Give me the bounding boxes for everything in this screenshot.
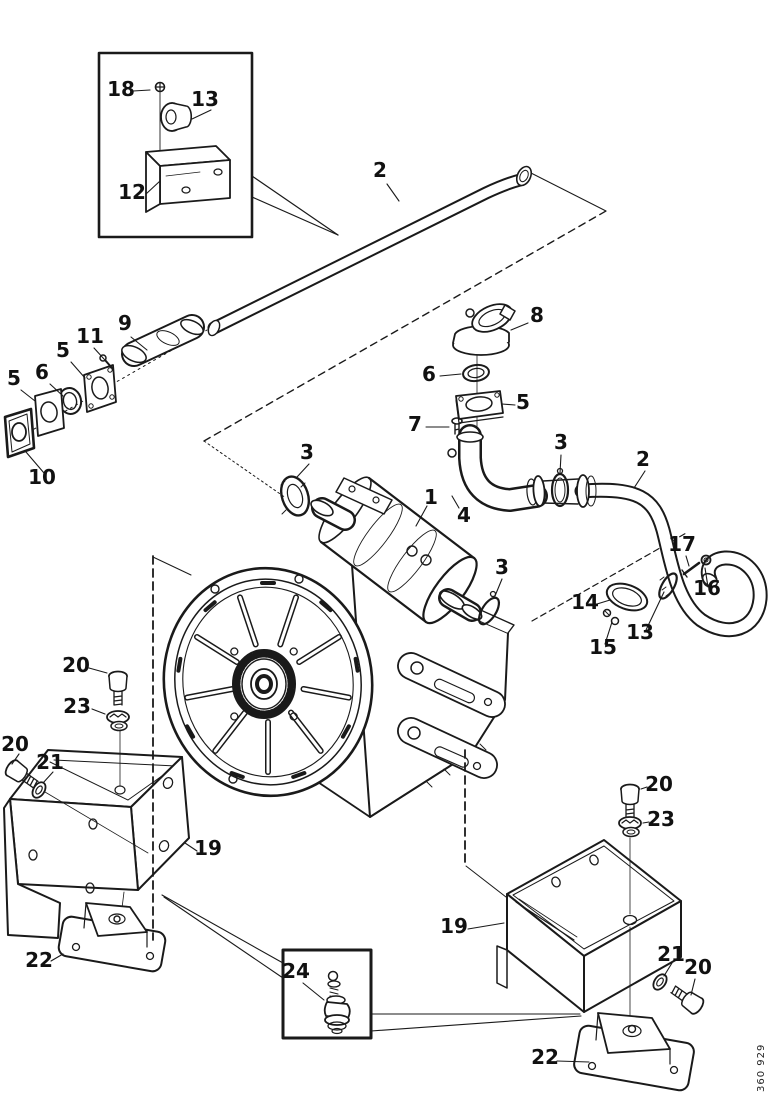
bolt-20-top-left	[108, 670, 128, 706]
bolt-11	[99, 354, 113, 369]
callout-4: 4	[457, 503, 471, 527]
callout-12: 12	[118, 180, 146, 204]
callout-22: 22	[531, 1045, 559, 1069]
callout-13: 13	[626, 620, 654, 644]
bolt-17	[681, 561, 701, 578]
vibration-mount-left-22	[57, 902, 167, 973]
rain-cap-8	[452, 303, 516, 356]
flywheel-rim-slots	[176, 581, 360, 779]
clamp-13-inset	[160, 102, 193, 132]
inset-box-leaders	[251, 175, 339, 236]
flange-stack	[3, 354, 117, 459]
inlet-pipe-9	[121, 314, 205, 367]
flange-5-right	[83, 364, 117, 413]
callout-2: 2	[636, 447, 650, 471]
callout-15: 15	[589, 635, 617, 659]
washer-23-left	[106, 710, 130, 732]
washer-21-right	[649, 970, 671, 994]
callout-5: 5	[7, 366, 21, 390]
bolt-20-top-right	[620, 783, 640, 819]
callout-13: 13	[191, 87, 219, 111]
exhaust-pipe-2	[207, 165, 533, 337]
callout-6: 6	[422, 362, 436, 386]
callout-leaders	[11, 89, 709, 1063]
screw-18	[154, 81, 166, 151]
gasket-5-left	[34, 388, 65, 437]
mounting-axes	[152, 555, 507, 941]
callout-20: 20	[684, 955, 712, 979]
callout-10: 10	[28, 465, 56, 489]
cover-plate-10	[3, 407, 36, 459]
callout-21: 21	[657, 942, 685, 966]
callout-18: 18	[107, 77, 135, 101]
callout-20: 20	[1, 732, 29, 756]
mount-bracket-left-19	[3, 730, 190, 939]
callout-11: 11	[76, 324, 104, 348]
callout-7: 7	[408, 412, 422, 436]
callout-3: 3	[300, 440, 314, 464]
housing-strap-lower	[397, 717, 498, 779]
drawing-number: 360 929	[756, 1044, 767, 1092]
muffler-outlet-stub	[438, 588, 483, 622]
screws-15	[602, 608, 620, 626]
inset-detail-box	[97, 51, 254, 239]
callout-23: 23	[63, 694, 91, 718]
housing-strap-upper	[397, 652, 506, 718]
callout-20: 20	[62, 653, 90, 677]
callout-23: 23	[647, 807, 675, 831]
callout-5: 5	[56, 338, 70, 362]
muffler-inlet-stub	[310, 497, 356, 531]
elbow-pipe-4	[447, 424, 579, 512]
tail-hose-2	[574, 474, 768, 638]
callout-9: 9	[118, 311, 132, 335]
callout-21: 21	[36, 750, 64, 774]
flange-5-mid	[455, 390, 504, 424]
washer-23-right	[618, 816, 642, 838]
callout-20: 20	[645, 772, 673, 796]
flywheel	[162, 566, 374, 798]
spark-arrester-box-24	[161, 894, 582, 1040]
mount-bracket-right-19	[496, 837, 682, 1023]
flywheel-spokes	[184, 594, 352, 775]
spark-arrester-24	[323, 970, 351, 1035]
callout-19: 19	[194, 836, 222, 860]
bolt-20-bottom-right	[667, 981, 707, 1017]
callout-19: 19	[440, 914, 468, 938]
callout-24: 24	[282, 959, 310, 983]
gasket-ring-6-mid	[462, 363, 490, 383]
callout-22: 22	[25, 948, 53, 972]
callout-6: 6	[35, 360, 49, 384]
callout-8: 8	[530, 303, 544, 327]
clamp-3-muffler-left	[279, 475, 311, 517]
callout-1: 1	[424, 485, 438, 509]
callout-3: 3	[495, 555, 509, 579]
bracket-12	[145, 145, 231, 213]
callout-17: 17	[668, 532, 696, 556]
callout-2: 2	[373, 158, 387, 182]
callout-14: 14	[571, 590, 599, 614]
callout-5: 5	[516, 390, 530, 414]
nut-16	[700, 554, 712, 566]
flywheel-hub-pulley	[232, 649, 296, 719]
rain-cap-stack	[451, 303, 516, 435]
vibration-mount-right-22	[573, 1012, 695, 1092]
clamp-14	[605, 582, 649, 612]
muffler-top-plate	[335, 477, 393, 515]
muffler-1	[279, 475, 501, 626]
callout-3: 3	[554, 430, 568, 454]
callout-16: 16	[693, 576, 721, 600]
clamp-3-elbow	[550, 467, 570, 508]
